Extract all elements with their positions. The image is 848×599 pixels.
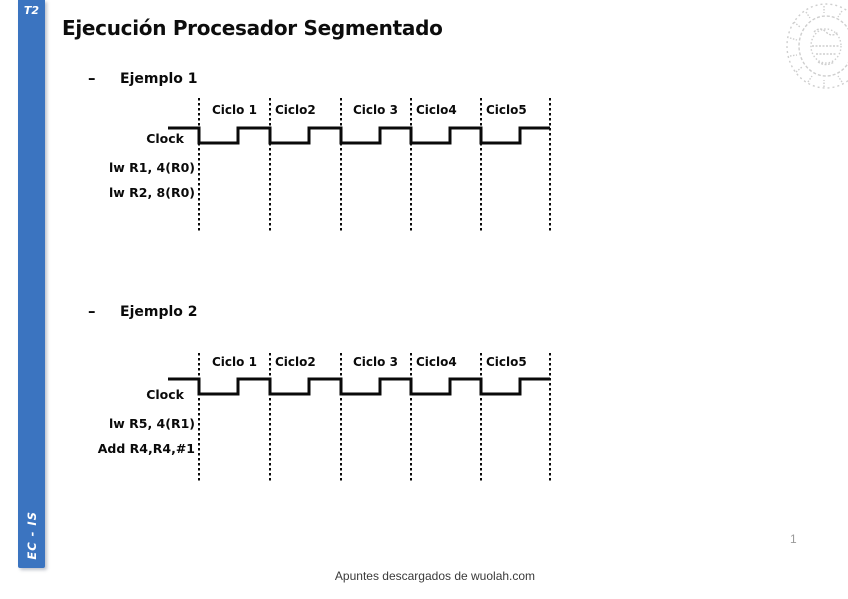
instruction-label: Add R4,R4,#1 — [97, 441, 195, 456]
instruction-label: lw R5, 4(R1) — [108, 416, 195, 431]
cycle-boundary-dotted-line — [340, 353, 342, 481]
cycle-boundary-dotted-line — [198, 353, 200, 481]
timing-diagram-example-1: Clock lw R1, 4(R0) lw R2, 8(R0) Ciclo 1 C… — [0, 95, 848, 237]
chapter-tab-label: T2 — [23, 4, 40, 17]
cycle-label: Ciclo2 — [275, 103, 316, 117]
example-heading: – Ejemplo 2 — [88, 301, 198, 320]
cycle-boundary-dotted-line — [269, 98, 271, 232]
cycle-label: Ciclo5 — [486, 103, 527, 117]
page-number: 1 — [790, 532, 797, 546]
cycle-boundary-dotted-line — [549, 98, 551, 232]
clock-waveform — [168, 377, 550, 396]
clock-signal-label: Clock — [146, 387, 184, 402]
course-code-vertical-label: EC - IS — [24, 511, 39, 560]
footer-watermark-text: Apuntes descargados de wuolah.com — [334, 569, 536, 583]
sidebar-bar: T2 EC - IS — [18, 0, 45, 568]
cycle-label: Ciclo4 — [416, 103, 457, 117]
cycle-boundary-dotted-line — [198, 98, 200, 232]
cycle-boundary-dotted-line — [410, 98, 412, 232]
cycle-label: Ciclo 1 — [212, 103, 257, 117]
bullet-dash: – — [88, 302, 96, 320]
page-title: Ejecución Procesador Segmentado — [62, 16, 443, 40]
cycle-label: Ciclo5 — [486, 355, 527, 369]
example-title: Ejemplo 2 — [120, 304, 198, 320]
cycle-label: Ciclo 1 — [212, 355, 257, 369]
cycle-boundary-dotted-line — [549, 353, 551, 481]
example-title: Ejemplo 1 — [120, 71, 198, 87]
cycle-boundary-dotted-line — [340, 98, 342, 232]
instruction-label: lw R2, 8(R0) — [108, 185, 195, 200]
bullet-dash: – — [88, 69, 96, 87]
university-seal-watermark — [786, 3, 848, 89]
cycle-boundary-dotted-line — [480, 353, 482, 481]
example-heading: – Ejemplo 1 — [88, 68, 198, 87]
cycle-label: Ciclo 3 — [353, 103, 398, 117]
instruction-label: lw R1, 4(R0) — [108, 160, 195, 175]
cycle-boundary-dotted-line — [410, 353, 412, 481]
cycle-boundary-dotted-line — [269, 353, 271, 481]
clock-signal-label: Clock — [146, 131, 184, 146]
cycle-label: Ciclo4 — [416, 355, 457, 369]
clock-waveform — [168, 126, 550, 145]
cycle-label: Ciclo 3 — [353, 355, 398, 369]
cycle-boundary-dotted-line — [480, 98, 482, 232]
cycle-label: Ciclo2 — [275, 355, 316, 369]
timing-diagram-example-2: Clock lw R5, 4(R1) Add R4,R4,#1 Ciclo 1 C… — [0, 350, 848, 486]
